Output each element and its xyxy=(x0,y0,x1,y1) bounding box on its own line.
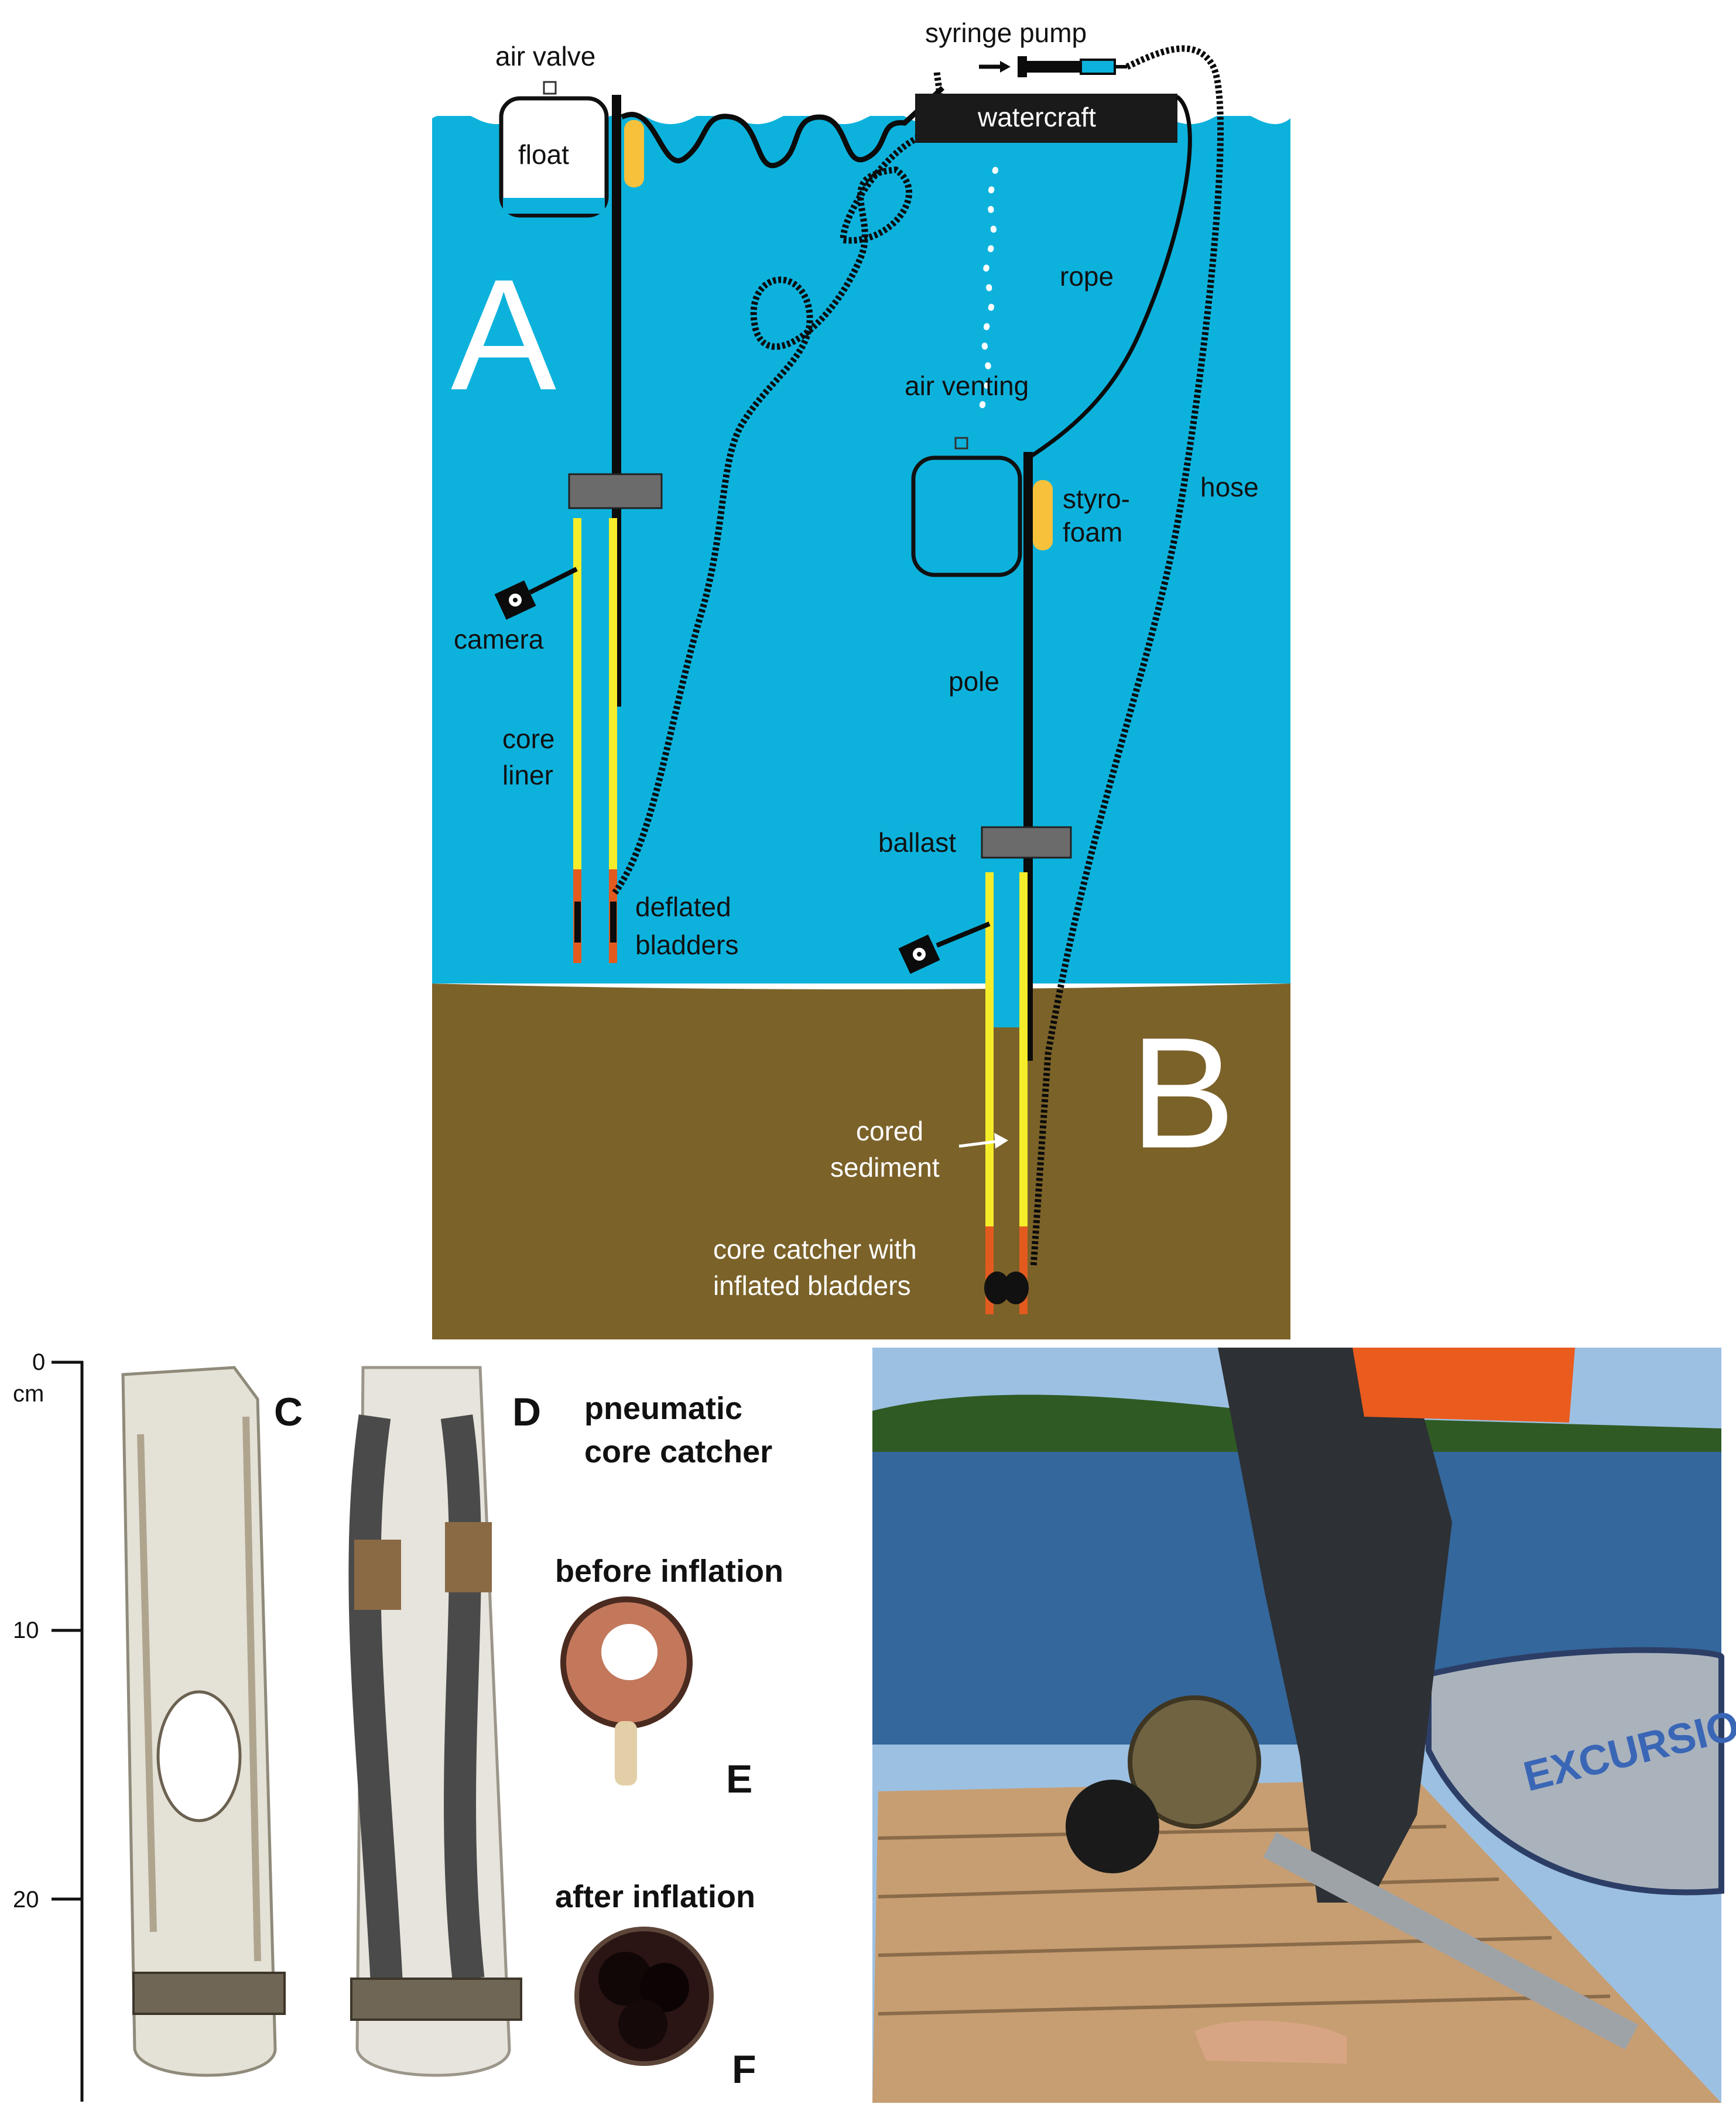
panel-d-label: D xyxy=(512,1390,541,1434)
photo-c-core-liner: C xyxy=(121,1366,303,2077)
ballast-a xyxy=(568,473,663,509)
panel-f-label: F xyxy=(732,2047,756,2092)
panel-a-label: A xyxy=(451,247,557,423)
styro-label: styro- xyxy=(1063,484,1130,514)
dock-planks xyxy=(878,1825,1611,2016)
cored-sediment-arrow xyxy=(958,1140,996,1148)
syringe-pump-label: syringe pump xyxy=(925,18,1087,48)
float-label: float xyxy=(518,139,569,170)
life-vest xyxy=(1352,1348,1575,1423)
coiled-rope-a xyxy=(620,85,945,169)
after-inflation-label: after inflation xyxy=(555,1879,755,1914)
sediment-label: sediment xyxy=(830,1152,940,1183)
pneumatic-label: pneumatic xyxy=(584,1391,742,1426)
float xyxy=(499,96,609,218)
panel-c-label: C xyxy=(274,1390,303,1434)
cored-sediment-fill xyxy=(994,1027,1019,1226)
string-wrap-right xyxy=(445,1522,492,1592)
photo-f-after-inflation: after inflation F xyxy=(555,1879,756,2092)
deflated-label: deflated xyxy=(635,892,731,922)
air-venting-bubbles xyxy=(978,167,998,413)
camera-b-icon xyxy=(898,934,940,974)
scale-unit-label: cm xyxy=(13,1381,44,1407)
setup-b: styro- foam pole ballast cored sediment xyxy=(713,437,1130,1314)
hose-a xyxy=(612,70,943,895)
pole-label: pole xyxy=(949,666,999,697)
scale-bar: 0 cm 10 20 xyxy=(13,1349,84,2102)
core-catcher-label: core catcher xyxy=(584,1434,772,1469)
styrofoam-a xyxy=(624,120,644,187)
catcher-f-bladder-3 xyxy=(618,2000,667,2049)
inflated-bladder-left xyxy=(984,1272,1010,1304)
camera-a-icon xyxy=(494,580,536,620)
sediment-layer xyxy=(432,983,1290,1339)
ballast-b xyxy=(981,826,1072,859)
panel-e-label: E xyxy=(726,1757,752,1801)
catcher-e-valve xyxy=(615,1721,637,1786)
camera-label: camera xyxy=(454,624,544,654)
watercraft xyxy=(915,94,1177,143)
cored-sediment-arrowhead xyxy=(994,1133,1008,1149)
bladders-label: bladders xyxy=(635,930,738,960)
person-legs xyxy=(1218,1348,1452,1903)
bladder-d-left xyxy=(348,1414,403,1980)
setup-a: air valve float camera core liner defl xyxy=(454,41,945,963)
hose-clamp-d xyxy=(350,1978,522,2021)
panel-b-label: B xyxy=(1130,1005,1235,1181)
camera-arm-b xyxy=(936,921,991,948)
catcher-label-line1: core catcher with xyxy=(713,1234,917,1264)
field-photo: EXCURSION xyxy=(872,1348,1736,2103)
air-venting-label: air venting xyxy=(905,371,1029,401)
photo-d-pneumatic-catcher: D pneumatic core catcher xyxy=(348,1366,772,2077)
foam-label: foam xyxy=(1063,517,1122,547)
coring-pole xyxy=(1263,1832,1639,2050)
air-valve-label: air valve xyxy=(495,41,595,71)
before-inflation-label: before inflation xyxy=(555,1554,783,1589)
hose-b xyxy=(1030,45,1224,1268)
deflated-bladder-a-left xyxy=(574,902,581,943)
watercraft-group: watercraft syringe pump air venting rope… xyxy=(905,18,1259,1268)
styrofoam-b xyxy=(1033,480,1053,550)
liner-label: liner xyxy=(502,760,553,790)
catcher-f-bladder-1 xyxy=(598,1952,652,2006)
cored-label: cored xyxy=(856,1116,923,1146)
air-valve-b-icon xyxy=(954,437,968,450)
coiled-hose xyxy=(1066,1780,1159,1873)
rope-b xyxy=(1029,95,1192,458)
catcher-label-line2: inflated bladders xyxy=(713,1270,911,1301)
syringe-pump-icon xyxy=(979,56,1127,77)
tube-c-hole xyxy=(156,1690,242,1822)
air-valve-icon xyxy=(543,81,557,95)
camera-arm-a xyxy=(529,567,578,595)
bare-foot xyxy=(1194,2020,1347,2064)
tube-c-dirt xyxy=(137,1416,261,1962)
catcher-e-opening xyxy=(601,1624,658,1680)
catcher-f-bladder-2 xyxy=(640,1963,689,2012)
scale-label-0: 0 xyxy=(32,1349,45,1375)
deflated-float-b xyxy=(911,455,1022,577)
hose-clamp-c xyxy=(132,1972,286,2015)
photo-e-before-inflation: before inflation E xyxy=(555,1554,783,1801)
watercraft-label: watercraft xyxy=(977,102,1096,132)
inflated-bladder-right xyxy=(1003,1272,1029,1304)
scale-label-20: 20 xyxy=(13,1887,39,1913)
deflated-bladder-a-right xyxy=(610,902,617,943)
ballast-label: ballast xyxy=(878,827,956,858)
string-wrap-left xyxy=(354,1540,401,1610)
float-water-fill xyxy=(503,198,605,214)
core-water-gap xyxy=(994,872,1019,1027)
bladder-d-right xyxy=(440,1414,485,1980)
hose-label: hose xyxy=(1200,472,1259,502)
sediment-ballast-disk xyxy=(1128,1695,1261,1829)
schematic-diagram: A B air valve float camera xyxy=(432,18,1290,1339)
inflatable-boat xyxy=(1426,1647,1724,1896)
core-label: core xyxy=(502,724,554,754)
scale-label-10: 10 xyxy=(13,1617,39,1643)
rope-label: rope xyxy=(1060,261,1114,292)
